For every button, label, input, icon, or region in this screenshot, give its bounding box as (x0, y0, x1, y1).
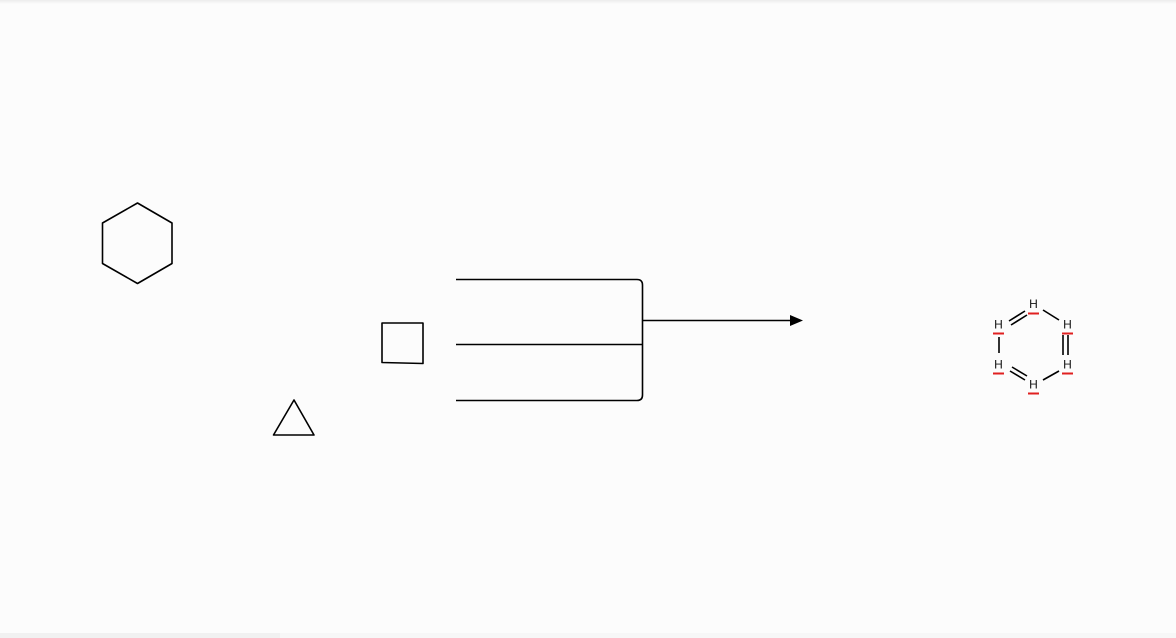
triangle-shape[interactable] (272, 399, 315, 436)
reaction-bracket[interactable] (456, 278, 644, 402)
atom-label-bottom-left: H (994, 358, 1003, 372)
atom-label-bottom: H (1029, 378, 1038, 392)
bracket-top-line (456, 278, 644, 402)
atom-label-top-right: H (1063, 318, 1072, 332)
arrow-head-icon (790, 315, 803, 326)
toolbar-shadow (0, 0, 1176, 4)
atom-label-top: H (1029, 297, 1038, 311)
status-strip-tab (0, 633, 280, 638)
square-shape[interactable] (381, 322, 424, 365)
hexagon-shape[interactable] (101, 202, 173, 285)
atom-label-bottom-right: H (1063, 358, 1072, 372)
reaction-arrow[interactable] (643, 315, 803, 326)
benzene-ring[interactable]: H H H H H H (993, 297, 1073, 395)
status-strip (0, 633, 1176, 638)
atom-label-top-left: H (994, 318, 1003, 332)
